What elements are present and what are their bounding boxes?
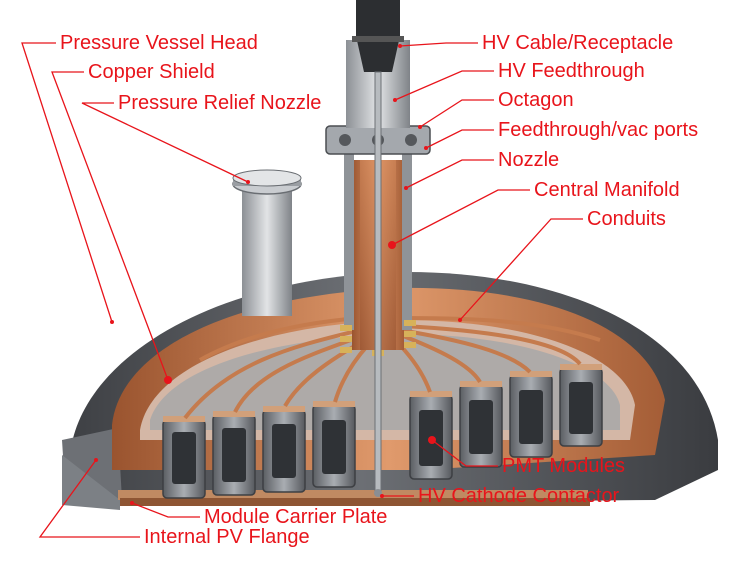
hv-cathode-rod bbox=[374, 71, 382, 493]
central-column bbox=[325, 0, 431, 497]
leader-central-manifold bbox=[391, 189, 530, 246]
leader-internal-pv-flange bbox=[38, 459, 140, 538]
leader-hv-cable-receptacle bbox=[399, 42, 478, 47]
label-copper-shield: Copper Shield bbox=[88, 61, 215, 83]
label-hv-feedthrough: HV Feedthrough bbox=[498, 60, 645, 82]
leader-conduits bbox=[459, 218, 583, 321]
conduits bbox=[183, 316, 601, 420]
module-carrier-plate bbox=[118, 490, 588, 500]
label-module-carrier-plate: Module Carrier Plate bbox=[204, 506, 388, 528]
pressure-relief-nozzle bbox=[232, 169, 302, 316]
label-hv-cathode-contactor: HV Cathode Contactor bbox=[418, 485, 620, 507]
label-internal-pv-flange: Internal PV Flange bbox=[144, 526, 310, 548]
leader-octagon bbox=[419, 99, 494, 128]
label-conduits: Conduits bbox=[587, 208, 666, 230]
hv-cathode-contactor-tip bbox=[374, 489, 382, 497]
pmt-modules bbox=[162, 364, 603, 499]
leader-lines bbox=[21, 42, 583, 538]
leader-module-carrier-plate bbox=[131, 502, 200, 518]
leader-hv-feedthrough bbox=[394, 70, 494, 101]
leader-copper-shield bbox=[51, 71, 169, 381]
leader-pressure-vessel-head bbox=[21, 42, 113, 323]
label-pressure-vessel-head: Pressure Vessel Head bbox=[60, 32, 258, 54]
label-pmt-modules: PMT Modules bbox=[502, 455, 626, 477]
label-nozzle: Nozzle bbox=[498, 149, 560, 171]
leader-pressure-relief-nozzle bbox=[81, 102, 249, 183]
label-pressure-relief-nozzle: Pressure Relief Nozzle bbox=[118, 92, 322, 114]
label-central-manifold: Central Manifold bbox=[534, 179, 680, 201]
leader-feedthrough-vac-ports bbox=[425, 129, 494, 149]
label-feedthrough-vac-ports: Feedthrough/vac ports bbox=[498, 119, 699, 141]
leader-markers bbox=[94, 44, 462, 505]
leader-pmt-modules bbox=[431, 439, 498, 467]
leader-nozzle bbox=[405, 159, 494, 189]
label-hv-cable-receptacle: HV Cable/Receptacle bbox=[482, 32, 674, 54]
label-octagon: Octagon bbox=[498, 89, 574, 111]
